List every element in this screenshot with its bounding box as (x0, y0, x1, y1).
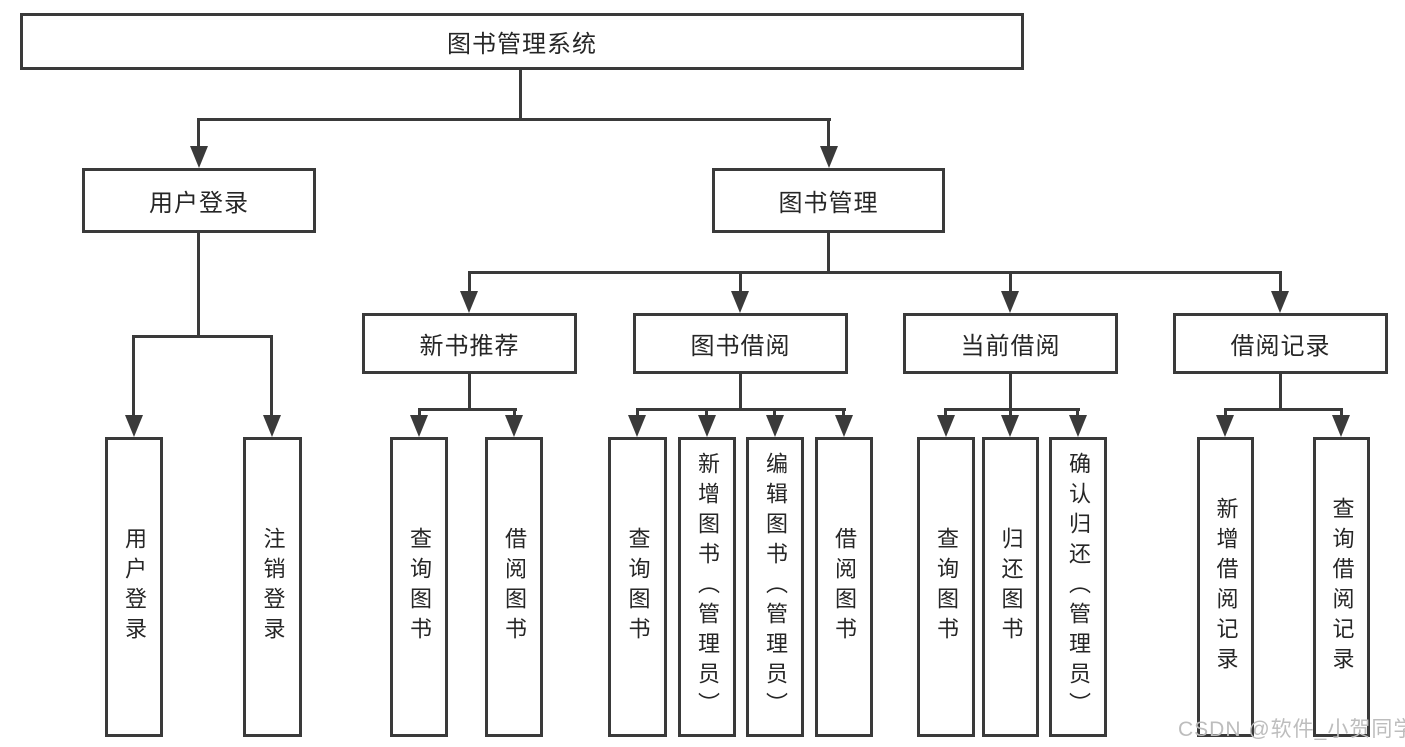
connector-line (842, 408, 845, 417)
connector-line (944, 408, 947, 417)
arrow-down-icon (1271, 291, 1289, 313)
connector-line (468, 271, 471, 293)
connector-line (468, 271, 1282, 274)
connector-line (1279, 374, 1282, 411)
connector-line (1009, 408, 1012, 417)
node-user-login: 用户登录 (82, 168, 316, 233)
leaf-query-books-borrowing: 查询图书 (608, 437, 667, 737)
leaf-query-books-recommend: 查询图书 (390, 437, 448, 737)
arrow-down-icon (190, 146, 208, 168)
leaf-query-borrow-record: 查询借阅记录 (1313, 437, 1370, 737)
arrow-down-icon (731, 291, 749, 313)
leaf-borrow-books: 借阅图书 (815, 437, 873, 737)
connector-line (1224, 408, 1227, 417)
connector-line (513, 408, 516, 417)
arrow-down-icon (766, 415, 784, 437)
connector-line (636, 408, 639, 417)
leaf-add-book-admin: 新增图书（管理员） (678, 437, 736, 737)
node-library-management-system: 图书管理系统 (20, 13, 1024, 70)
leaf-logout: 注销登录 (243, 437, 302, 737)
connector-line (827, 233, 830, 274)
connector-line (418, 408, 421, 417)
node-borrowing-records: 借阅记录 (1173, 313, 1388, 374)
connector-line (132, 335, 273, 338)
arrow-down-icon (1332, 415, 1350, 437)
node-current-borrowing: 当前借阅 (903, 313, 1118, 374)
connector-line (1279, 271, 1282, 293)
connector-line (1076, 408, 1079, 417)
arrow-down-icon (1216, 415, 1234, 437)
leaf-add-borrow-record: 新增借阅记录 (1197, 437, 1254, 737)
leaf-query-books-current: 查询图书 (917, 437, 975, 737)
arrow-down-icon (1069, 415, 1087, 437)
connector-line (418, 408, 517, 411)
node-new-book-recommendation: 新书推荐 (362, 313, 577, 374)
connector-line (773, 408, 776, 417)
connector-line (705, 408, 708, 417)
leaf-borrow-books-recommend: 借阅图书 (485, 437, 543, 737)
node-book-borrowing: 图书借阅 (633, 313, 848, 374)
connector-line (1224, 408, 1343, 411)
leaf-return-books: 归还图书 (982, 437, 1039, 737)
arrow-down-icon (125, 415, 143, 437)
connector-line (827, 118, 830, 146)
connector-line (636, 408, 846, 411)
leaf-confirm-return-admin: 确认归还（管理员） (1049, 437, 1107, 737)
arrow-down-icon (410, 415, 428, 437)
connector-line (944, 408, 1080, 411)
arrow-down-icon (937, 415, 955, 437)
connector-line (270, 335, 273, 415)
arrow-down-icon (505, 415, 523, 437)
connector-line (468, 374, 471, 411)
connector-line (1340, 408, 1343, 417)
connector-line (739, 374, 742, 411)
connector-line (197, 118, 831, 121)
connector-line (739, 271, 742, 293)
connector-line (132, 335, 135, 415)
arrow-down-icon (263, 415, 281, 437)
arrow-down-icon (628, 415, 646, 437)
connector-line (197, 118, 200, 146)
leaf-user-login: 用户登录 (105, 437, 163, 737)
connector-line (519, 70, 522, 118)
node-book-management: 图书管理 (712, 168, 945, 233)
leaf-edit-book-admin: 编辑图书（管理员） (746, 437, 804, 737)
connector-line (197, 233, 200, 335)
connector-line (1009, 271, 1012, 293)
watermark: CSDN @软件_小贺同学 (1178, 718, 1405, 741)
arrow-down-icon (1001, 415, 1019, 437)
arrow-down-icon (835, 415, 853, 437)
arrow-down-icon (460, 291, 478, 313)
arrow-down-icon (820, 146, 838, 168)
connector-line (1009, 374, 1012, 411)
arrow-down-icon (698, 415, 716, 437)
arrow-down-icon (1001, 291, 1019, 313)
